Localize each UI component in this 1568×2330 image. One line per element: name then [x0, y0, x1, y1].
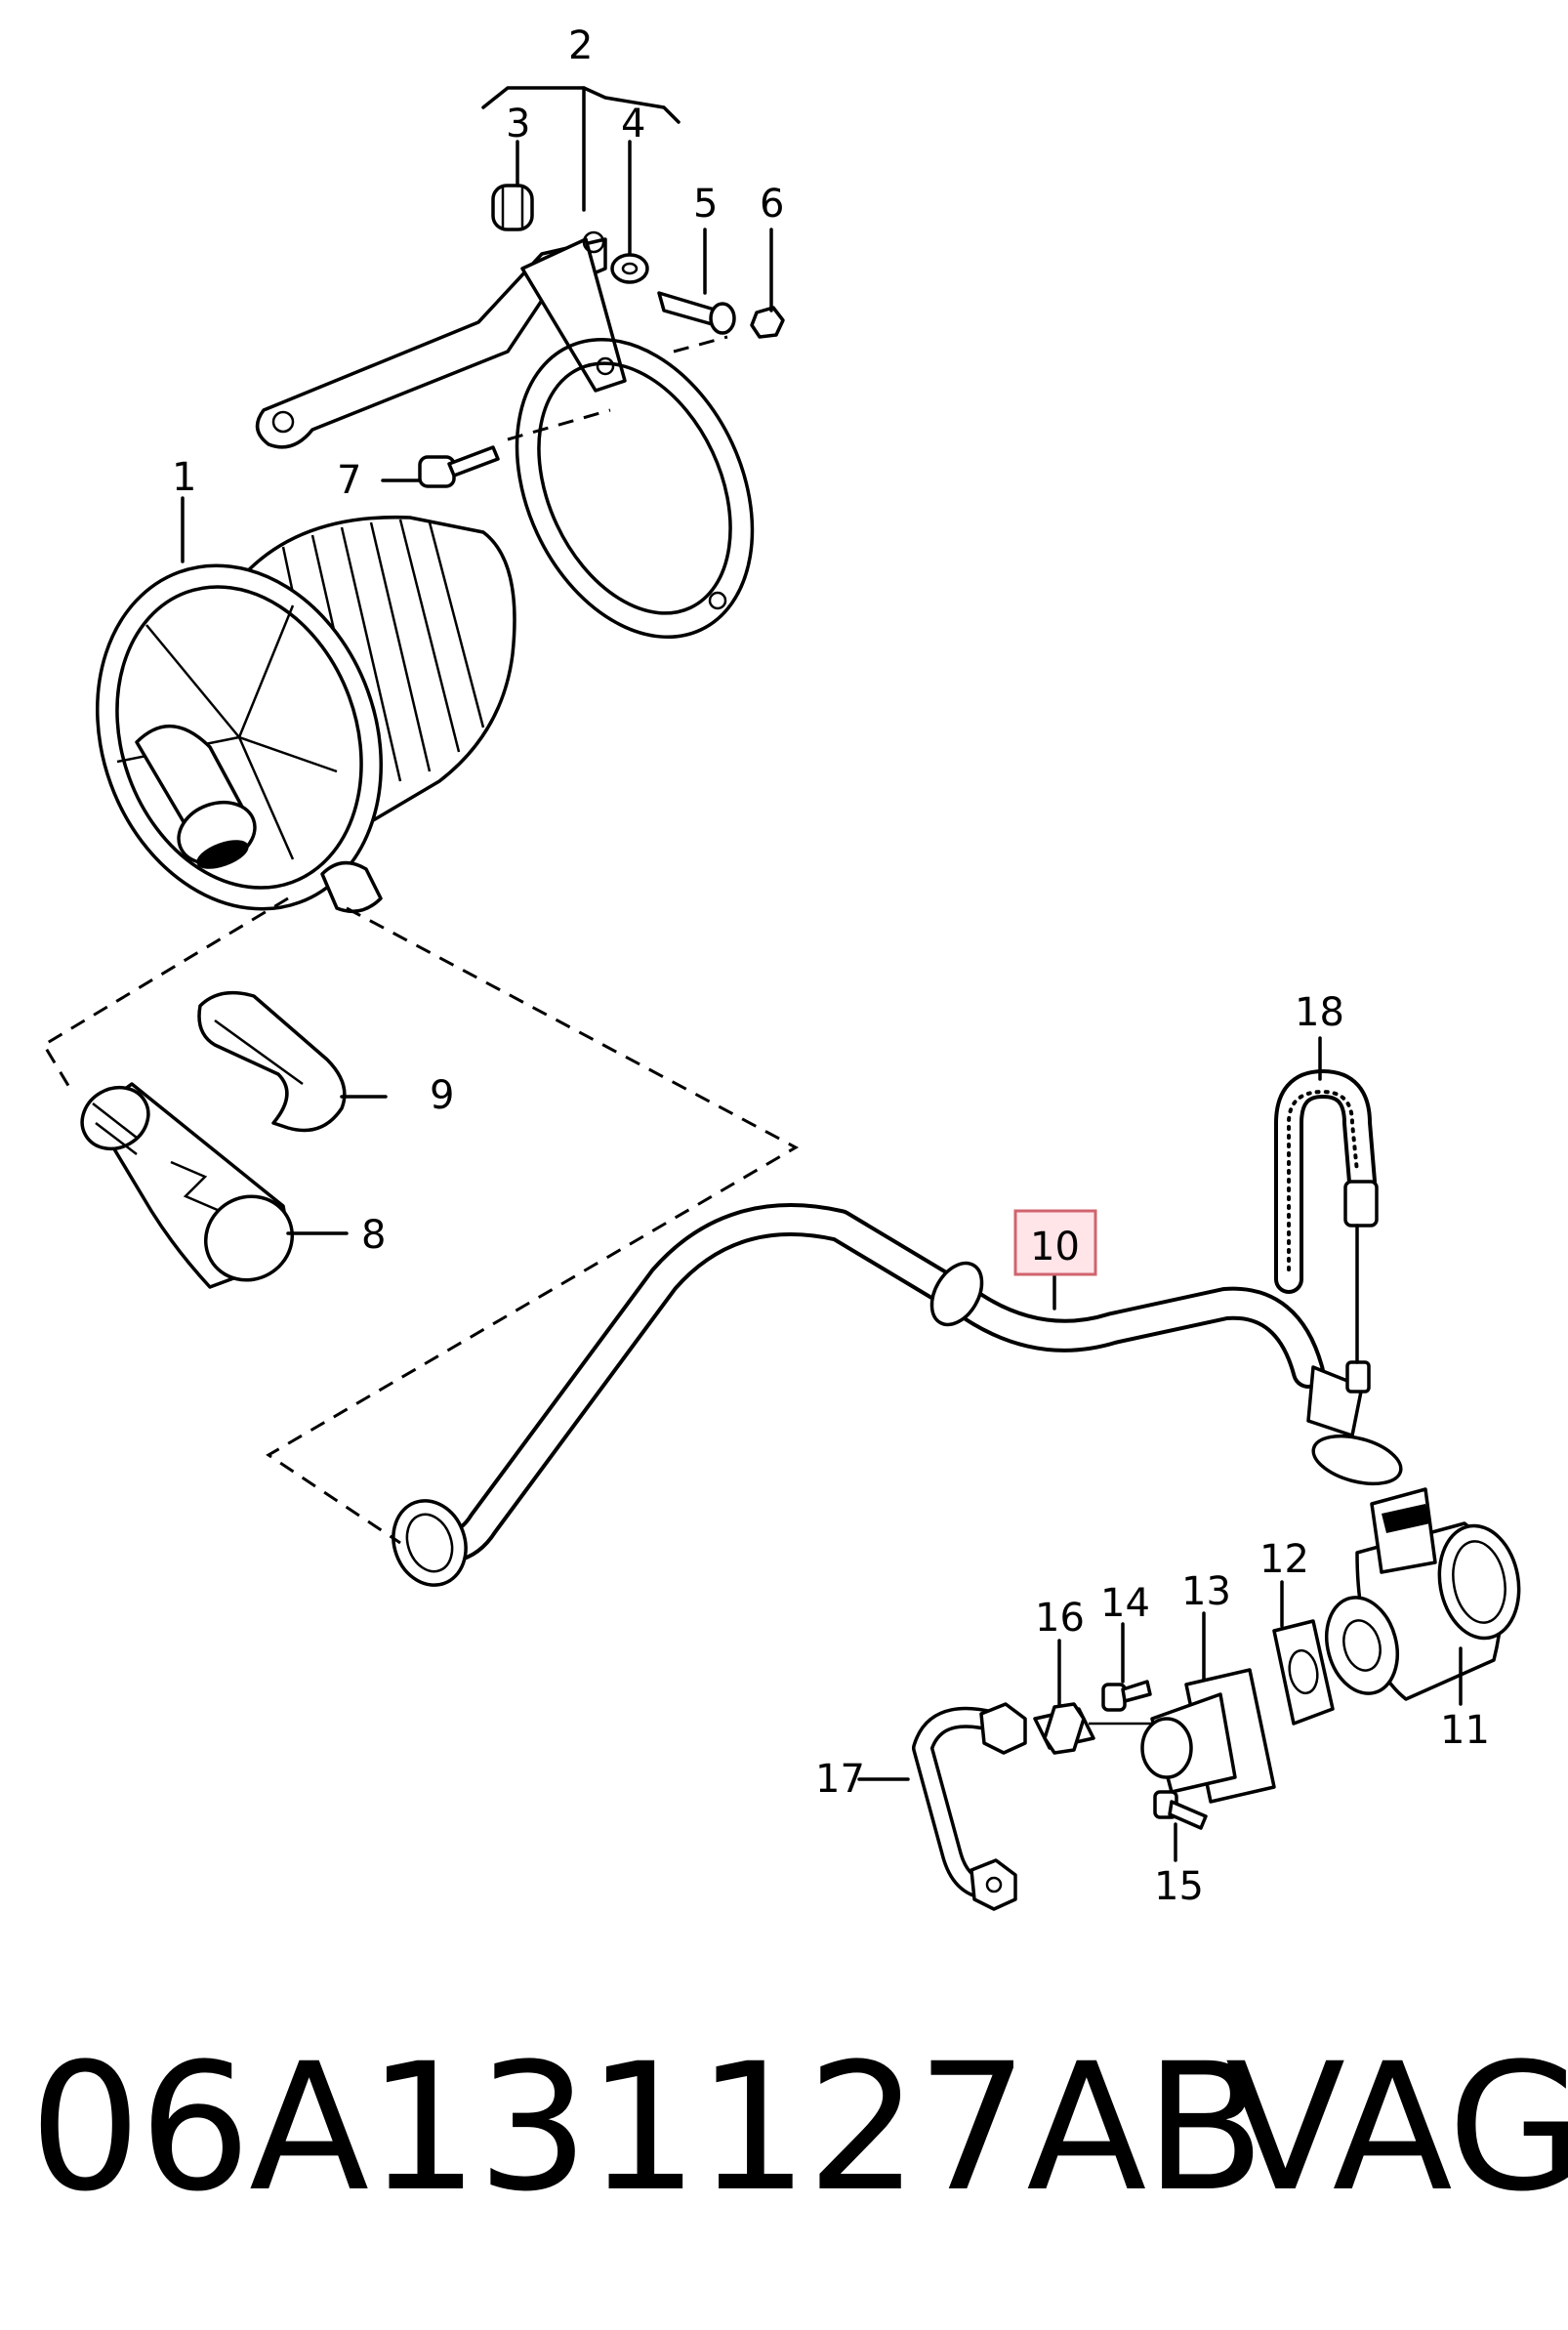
rubber-buffer	[491, 184, 534, 231]
hose-connector	[80, 1082, 295, 1289]
bolt	[657, 291, 736, 335]
retaining-clip	[197, 990, 347, 1133]
callout-6: 6	[760, 182, 784, 227]
washer	[610, 253, 649, 284]
screw	[418, 445, 500, 488]
callout-8: 8	[361, 1213, 386, 1258]
callout-5: 5	[693, 182, 718, 227]
mounting-bracket	[255, 230, 755, 640]
callout-9: 9	[430, 1073, 454, 1118]
exploded-parts-diagram: 2 3 4 5 6 7 1 9 8 10 18 12 13 14 16 11 1…	[41, 23, 1521, 1911]
callout-12: 12	[1259, 1537, 1309, 1582]
callout-17: 17	[815, 1757, 865, 1802]
flange-bolt	[1101, 1680, 1152, 1712]
nut	[750, 306, 785, 339]
vacuum-hose	[1274, 1068, 1379, 1294]
flange	[1140, 1668, 1276, 1804]
pressure-hose	[392, 1203, 1403, 1587]
lower-bolt	[1153, 1790, 1208, 1830]
callout-4: 4	[621, 102, 645, 146]
brand-name: VAG	[1225, 2026, 1568, 2230]
callout-2: 2	[568, 23, 593, 68]
callout-10: 10	[1030, 1225, 1080, 1269]
secondary-air-pump	[96, 515, 516, 914]
connecting-pipe	[912, 1702, 1027, 1911]
union-fitting	[1033, 1702, 1152, 1755]
callout-14: 14	[1100, 1581, 1150, 1626]
callout-1: 1	[172, 455, 196, 500]
callout-3: 3	[506, 102, 530, 146]
gasket	[1272, 1619, 1335, 1726]
callout-13: 13	[1181, 1569, 1231, 1614]
callout-10-highlight	[1013, 1209, 1097, 1276]
combination-valve	[1325, 1487, 1521, 1701]
callout-7: 7	[337, 458, 361, 503]
leader-lines	[181, 86, 1463, 1862]
part-number: 06A131127AB	[29, 2026, 1265, 2230]
callout-18: 18	[1295, 990, 1344, 1035]
callout-15: 15	[1154, 1864, 1204, 1909]
callout-11: 11	[1440, 1708, 1490, 1753]
callout-16: 16	[1035, 1596, 1085, 1641]
callout-labels: 2 3 4 5 6 7 1 9 8 10 18 12 13 14 16 11 1…	[172, 23, 1490, 1909]
